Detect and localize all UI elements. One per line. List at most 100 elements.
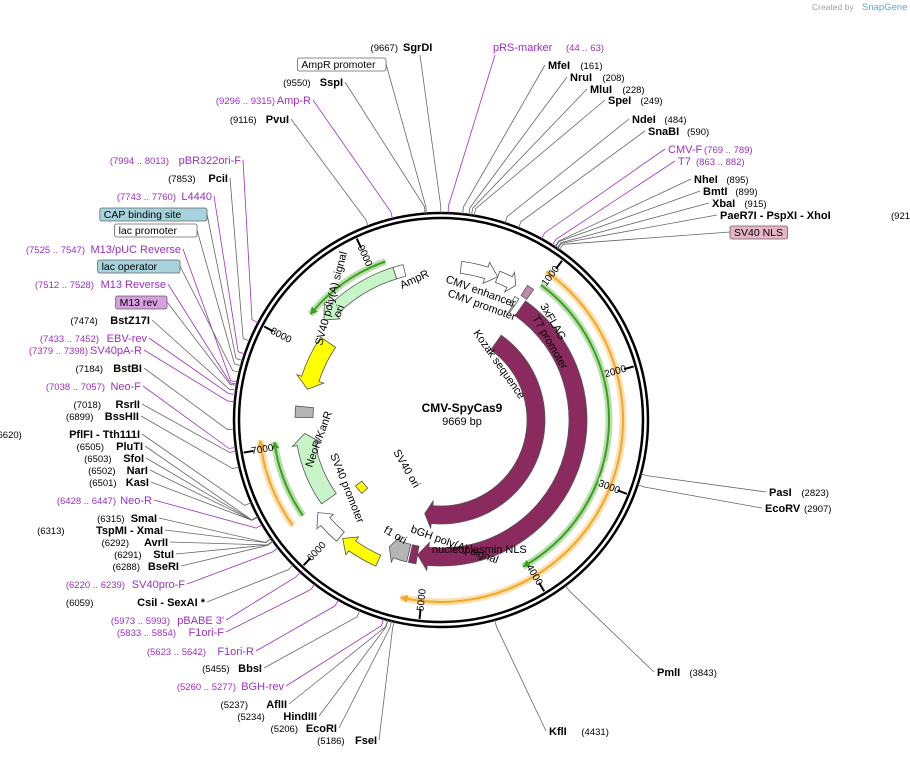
map-label[interactable]: CsiI - SexAI *(6059) (66, 597, 206, 609)
label-position: (6899) (66, 412, 93, 423)
label-position: (769 .. 789) (704, 145, 753, 156)
label-name: SfoI (123, 453, 144, 465)
leader-line (385, 63, 427, 214)
map-label[interactable]: Amp-R(9296 .. 9315) (216, 95, 311, 107)
map-label[interactable]: EcoRI(5206) (271, 723, 337, 735)
map-label[interactable]: AmpR promoter (296, 57, 387, 72)
map-label[interactable]: AvrII(6292) (102, 537, 168, 549)
tick-mark (302, 557, 312, 567)
map-label[interactable]: PciI(7853) (168, 173, 228, 185)
plasmid-name: CMV-SpyCas9 (422, 401, 503, 415)
map-label[interactable]: NdeI(484) (632, 114, 687, 126)
map-label[interactable]: Neo-F(7038 .. 7057) (46, 381, 141, 393)
map-label[interactable]: PmlI(3843) (657, 667, 717, 679)
map-label[interactable]: HindIII(5234) (237, 711, 317, 723)
leader-line (144, 445, 259, 521)
label-position: (5260 .. 5277) (177, 682, 236, 693)
label-name: PciI (208, 173, 228, 185)
leader-line (558, 231, 731, 251)
label-name: PmlI (657, 667, 680, 679)
label-position: (9667) (371, 43, 398, 54)
leader-line (242, 159, 259, 324)
orf-line (273, 441, 304, 517)
map-label[interactable]: Neo-R(6428 .. 6447) (57, 495, 152, 507)
map-label[interactable]: F1ori-F(5833 .. 5854) (117, 627, 224, 639)
map-label[interactable]: CAP binding site (99, 207, 208, 222)
map-label[interactable]: BssHII(6899) (66, 411, 139, 423)
map-label[interactable]: SV40pA-R(7379 .. 7398) (29, 345, 142, 357)
feature-f1-ori (342, 536, 382, 567)
map-label[interactable]: lac operator (97, 259, 181, 274)
leader-line (179, 265, 240, 373)
map-label[interactable]: SV40 NLS (729, 225, 788, 240)
orf-arc (307, 258, 387, 317)
label-name: lac promoter (119, 225, 178, 237)
label-position: (249) (640, 96, 662, 107)
map-label[interactable]: SV40pro-F(6220 .. 6239) (66, 579, 185, 591)
map-label[interactable]: PluTI(6505) (77, 441, 143, 453)
feature-label-sv40-ori: SV40 ori (390, 448, 421, 491)
label-name: StuI (153, 549, 174, 561)
map-label[interactable]: M13/pUC Reverse(7525 .. 7547) (26, 244, 181, 256)
map-label[interactable]: BGH-rev (5260 .. 5277) (177, 681, 285, 693)
map-label[interactable]: XbaI(915) (712, 198, 767, 210)
map-label[interactable]: SspI(9550) (283, 77, 343, 89)
label-name: Neo-F (110, 381, 141, 393)
map-label[interactable]: KflI(4431) (549, 726, 609, 738)
label-position: (7525 .. 7547) (26, 245, 85, 256)
map-label[interactable]: MfeI(161) (548, 60, 603, 72)
map-label[interactable]: KasI(6501) (89, 477, 149, 489)
leader-line (206, 213, 243, 361)
map-label[interactable]: CMV-F(769 .. 789) (668, 144, 753, 156)
map-label[interactable]: BstBI(7184) (76, 363, 142, 375)
map-label[interactable]: EBV-rev(7433 .. 7452) (40, 333, 148, 345)
map-label[interactable]: pBR322ori-F(7994 .. 8013) (110, 155, 241, 167)
map-label[interactable]: pBABE 3'(5973 .. 5993) (111, 615, 224, 627)
feature-kozak-sequence (508, 304, 515, 313)
map-label[interactable]: PaeR7I - PspXI - XhoI(921) (720, 210, 910, 222)
map-label[interactable]: PflFI - Tth111I(6620) (0, 429, 140, 441)
map-label[interactable]: M13 Reverse(7512 .. 7528) (35, 279, 166, 291)
leader-line (213, 195, 245, 355)
map-label[interactable]: L4440(7743 .. 7760) (117, 191, 212, 203)
map-label[interactable]: AflII(5237) (221, 699, 287, 711)
tick-mark (355, 238, 362, 249)
map-label[interactable]: SmaI(6315) (97, 513, 157, 525)
label-position: (5833 .. 5854) (117, 628, 176, 639)
map-label[interactable]: F1ori-R(5623 .. 5642) (147, 646, 254, 658)
map-label[interactable]: BbsI(5455) (202, 663, 262, 675)
feature-cmv-promoter (494, 270, 517, 293)
label-position: (5623 .. 5642) (147, 647, 206, 658)
map-label[interactable]: SpeI(249) (608, 95, 663, 107)
map-label[interactable]: MluI(228) (590, 84, 645, 96)
map-label[interactable]: PvuI(9116) (230, 114, 289, 126)
label-name: MluI (590, 84, 612, 96)
map-label[interactable]: NruI(208) (570, 72, 625, 84)
map-label[interactable]: BseRI(6288) (113, 561, 179, 573)
map-label[interactable]: lac promoter (114, 223, 198, 238)
map-label[interactable]: BstZ17I(7474) (70, 315, 150, 327)
map-label[interactable]: RsrII(7018) (74, 399, 140, 411)
map-label[interactable]: PasI(2823) (769, 487, 829, 499)
map-label[interactable]: NarI(6502) (88, 465, 148, 477)
label-position: (6428 .. 6447) (57, 496, 116, 507)
map-label[interactable]: NheI(895) (694, 174, 749, 186)
map-label[interactable]: T7(863 .. 882) (678, 156, 745, 168)
map-label[interactable]: EcoRV(2907) (765, 503, 831, 515)
label-name: AmpR promoter (301, 59, 376, 71)
map-label[interactable]: FseI(5186) (317, 735, 377, 747)
map-label[interactable]: pRS-marker(44 .. 63) (493, 42, 604, 54)
tick-mark (418, 608, 422, 619)
map-label[interactable]: (9667)SgrDI (371, 42, 433, 54)
map-label[interactable]: BmtI(899) (703, 186, 758, 198)
label-name: M13 rev (120, 297, 159, 309)
map-label[interactable]: TspMI - XmaI(6313) (37, 525, 163, 537)
map-label[interactable]: SnaBI(590) (648, 126, 709, 138)
label-position: (921) (891, 211, 910, 222)
map-label[interactable]: StuI(6291) (114, 549, 174, 561)
map-label[interactable]: SfoI(6503) (84, 453, 144, 465)
leader-line (141, 433, 252, 506)
leader-line (182, 248, 238, 383)
label-name: BGH-rev (241, 681, 284, 693)
map-label[interactable]: M13 rev (115, 295, 168, 310)
